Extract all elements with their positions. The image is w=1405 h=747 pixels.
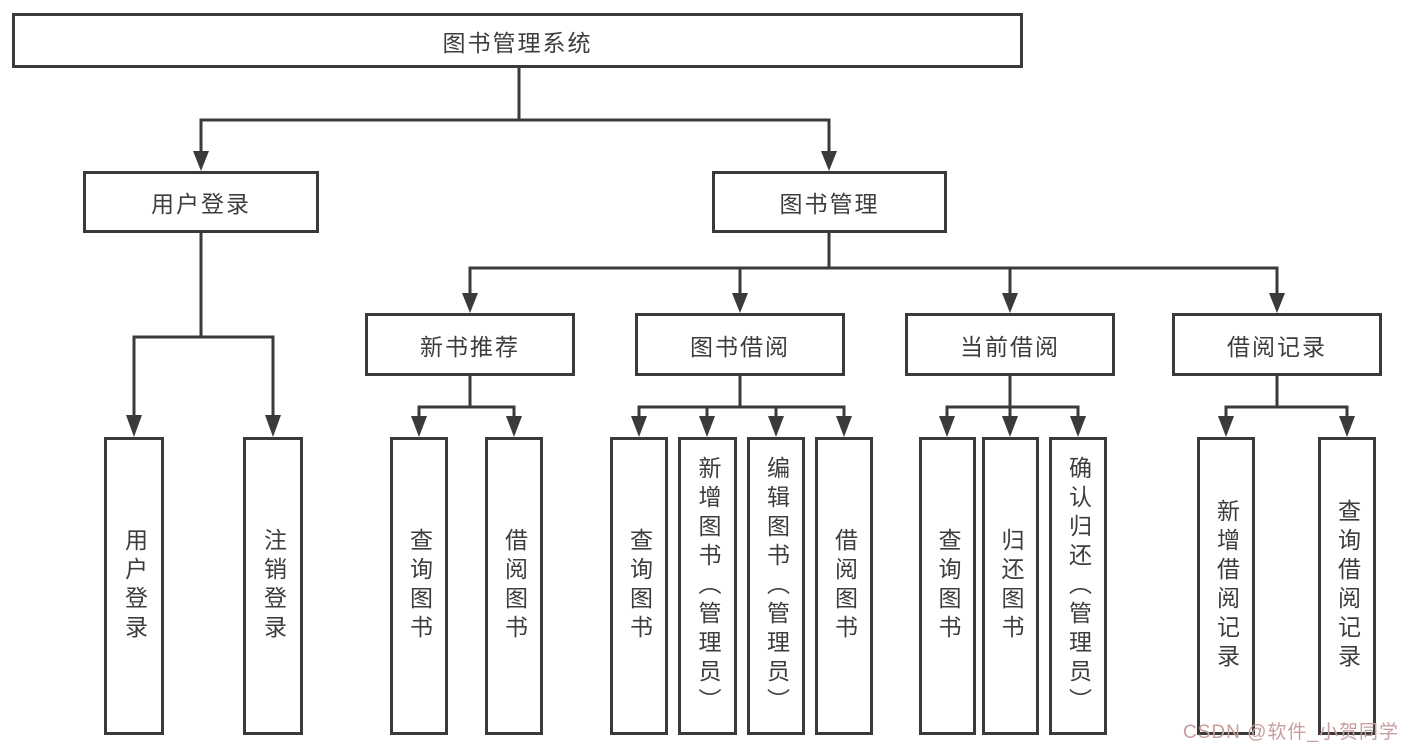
node-borrow-records: 借阅记录 bbox=[1172, 313, 1382, 376]
leaf-confirm-return-admin: 确认归还（管理员） bbox=[1049, 437, 1107, 735]
node-library-management-system: 图书管理系统 bbox=[12, 13, 1023, 68]
leaf-query-books-current: 查询图书 bbox=[919, 437, 976, 735]
leaf-query-books-borrow: 查询图书 bbox=[610, 437, 668, 735]
leaf-edit-book-admin: 编辑图书（管理员） bbox=[747, 437, 805, 735]
leaf-add-borrow-record: 新增借阅记录 bbox=[1197, 437, 1255, 735]
leaf-logout-login: 注销登录 bbox=[243, 437, 303, 735]
node-new-book-recommend: 新书推荐 bbox=[365, 313, 575, 376]
node-book-management: 图书管理 bbox=[712, 171, 947, 233]
leaf-query-books-recommend: 查询图书 bbox=[390, 437, 448, 735]
leaf-query-borrow-record: 查询借阅记录 bbox=[1318, 437, 1376, 735]
leaf-borrow-books-borrow: 借阅图书 bbox=[815, 437, 873, 735]
node-current-borrow: 当前借阅 bbox=[905, 313, 1115, 376]
leaf-user-login: 用户登录 bbox=[104, 437, 164, 735]
csdn-watermark: CSDN @软件_小贺同学 bbox=[1183, 722, 1399, 743]
node-user-login: 用户登录 bbox=[83, 171, 319, 233]
leaf-return-book: 归还图书 bbox=[982, 437, 1039, 735]
leaf-borrow-books-recommend: 借阅图书 bbox=[485, 437, 543, 735]
leaf-add-book-admin: 新增图书（管理员） bbox=[678, 437, 737, 735]
node-book-borrow: 图书借阅 bbox=[635, 313, 845, 376]
